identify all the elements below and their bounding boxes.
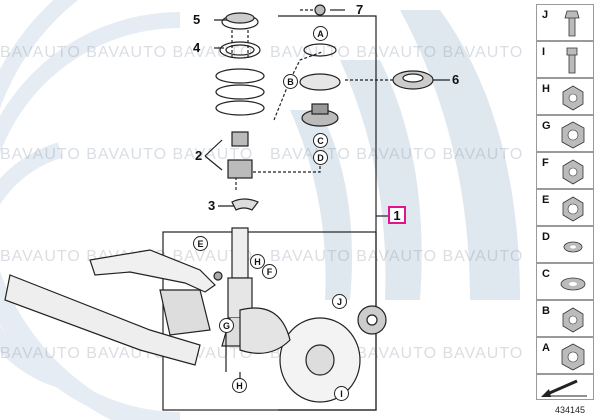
flange-nut-icon [562, 196, 584, 222]
legend-item-j[interactable]: J [536, 4, 594, 41]
legend-letter: B [542, 305, 550, 317]
watermark-text: BAVAUTO BAVAUTO BAVAUTO [270, 146, 524, 163]
legend-item-d[interactable]: D [536, 226, 594, 263]
callout-e[interactable]: E [193, 236, 208, 251]
fastener-legend: J I H G F E D C [536, 4, 594, 400]
legend-letter: F [542, 157, 549, 169]
arrow-icon [541, 379, 587, 397]
strut-line-art [4, 4, 450, 411]
hex-bolt-icon [566, 47, 578, 74]
callout-h-lower[interactable]: H [232, 378, 247, 393]
legend-nav-arrow[interactable] [536, 374, 594, 400]
legend-item-f[interactable]: F [536, 152, 594, 189]
callout-a[interactable]: A [313, 26, 328, 41]
collar-nut-icon [562, 85, 584, 111]
watermark-text: BAVAUTO BAVAUTO BAVAUTO [0, 44, 254, 61]
legend-item-a[interactable]: A [536, 337, 594, 374]
part-number-4[interactable]: 4 [193, 40, 201, 55]
part-number-3[interactable]: 3 [208, 198, 216, 213]
large-washer-icon [560, 277, 586, 291]
callout-h-upper[interactable]: H [250, 254, 265, 269]
large-hex-nut-icon [561, 343, 585, 371]
callout-g[interactable]: G [219, 318, 234, 333]
legend-letter: E [542, 194, 550, 206]
callout-b[interactable]: B [283, 74, 298, 89]
legend-letter: D [542, 231, 550, 243]
watermark-text: BAVAUTO BAVAUTO BAVAUTO [0, 146, 254, 163]
legend-letter: C [542, 268, 550, 280]
lock-nut-icon [561, 121, 585, 149]
legend-letter: J [542, 9, 549, 21]
callout-i[interactable]: I [334, 386, 349, 401]
callout-d[interactable]: D [313, 150, 328, 165]
hex-flange-nut-icon [562, 307, 584, 333]
legend-item-e[interactable]: E [536, 189, 594, 226]
legend-item-i[interactable]: I [536, 41, 594, 78]
part-number-2[interactable]: 2 [195, 148, 203, 163]
legend-letter: I [542, 46, 546, 58]
watermark-text: BAVAUTO BAVAUTO BAVAUTO [270, 248, 524, 265]
callout-j[interactable]: J [332, 294, 347, 309]
diagram-number: 434145 [555, 405, 586, 415]
part-number-1-selected[interactable]: 1 [388, 206, 406, 224]
legend-letter: H [542, 83, 550, 95]
watermark-text: BAVAUTO BAVAUTO BAVAUTO [270, 44, 524, 61]
flange-bolt-icon [564, 10, 580, 37]
part-number-7[interactable]: 7 [356, 2, 364, 17]
legend-letter: A [542, 342, 550, 354]
legend-item-h[interactable]: H [536, 78, 594, 115]
callout-c[interactable]: C [313, 133, 328, 148]
hex-nut-icon [562, 159, 584, 185]
part-number-6[interactable]: 6 [452, 72, 460, 87]
part-number-5[interactable]: 5 [193, 12, 201, 27]
small-washer-icon [563, 241, 583, 253]
legend-item-b[interactable]: B [536, 300, 594, 337]
legend-item-c[interactable]: C [536, 263, 594, 300]
callout-f[interactable]: F [262, 264, 277, 279]
legend-item-g[interactable]: G [536, 115, 594, 152]
legend-letter: G [542, 120, 551, 132]
